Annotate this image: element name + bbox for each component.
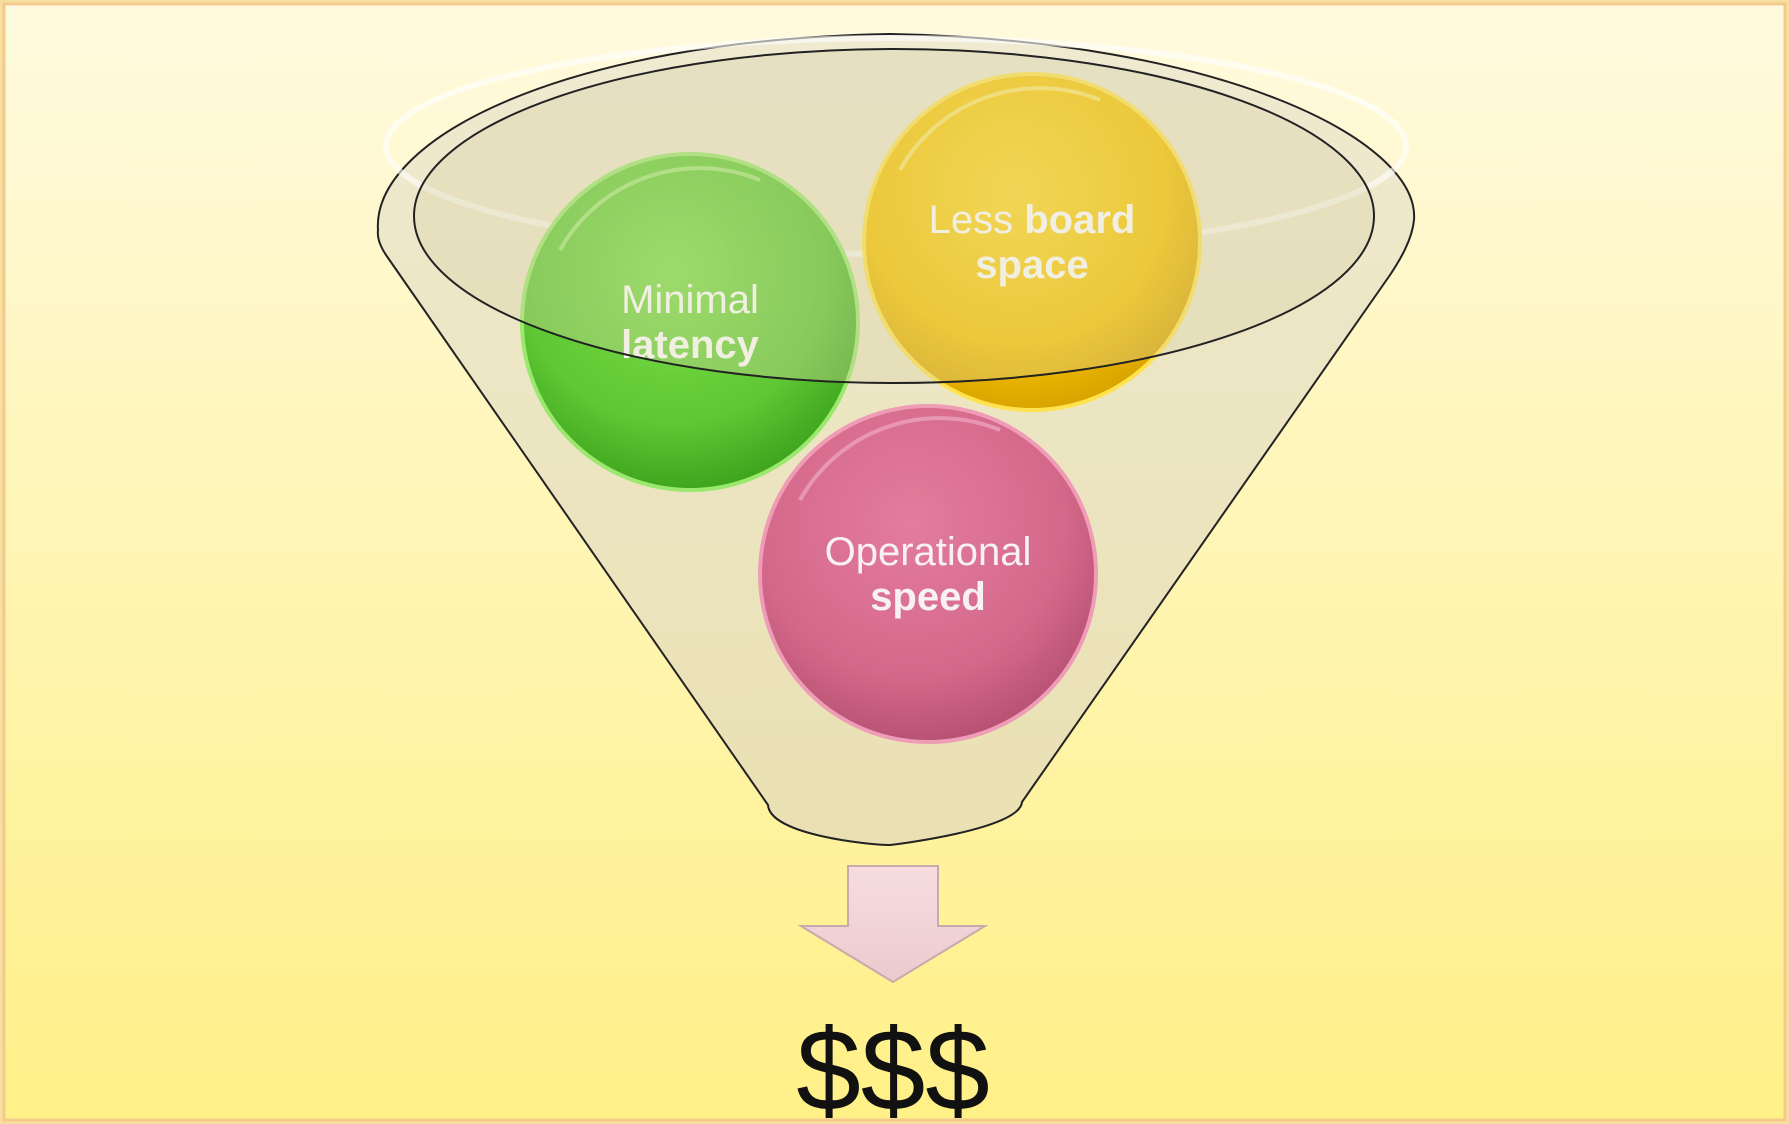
- down-arrow: [797, 865, 989, 984]
- svg-text:latency: latency: [621, 323, 760, 367]
- circle-less-board-space: Less board space: [862, 72, 1202, 412]
- circle-minimal-latency: Minimal latency: [520, 152, 860, 492]
- funnel-rim-inner: [413, 48, 1375, 384]
- circle-less-board-space-normal: Less: [929, 198, 1025, 242]
- circle-less-board-space-bold: board: [1024, 198, 1135, 242]
- circle-operational-speed-normal: Operational: [825, 530, 1032, 574]
- circle-less-board-space-line2: space: [975, 243, 1088, 287]
- circle-minimal-latency-normal: Minimal: [621, 278, 759, 322]
- svg-text:Operational: Operational: [825, 530, 1032, 574]
- svg-text:space: space: [975, 243, 1088, 287]
- svg-text:Less board: Less board: [929, 198, 1136, 242]
- circle-operational-speed: Operational speed: [758, 404, 1098, 744]
- svg-text:$$$: $$$: [796, 1005, 990, 1124]
- output-label: $$$: [796, 1005, 990, 1124]
- circle-minimal-latency-bold: latency: [621, 323, 760, 367]
- circle-operational-speed-bold: speed: [870, 575, 986, 619]
- svg-text:speed: speed: [870, 575, 986, 619]
- svg-text:Minimal: Minimal: [621, 278, 759, 322]
